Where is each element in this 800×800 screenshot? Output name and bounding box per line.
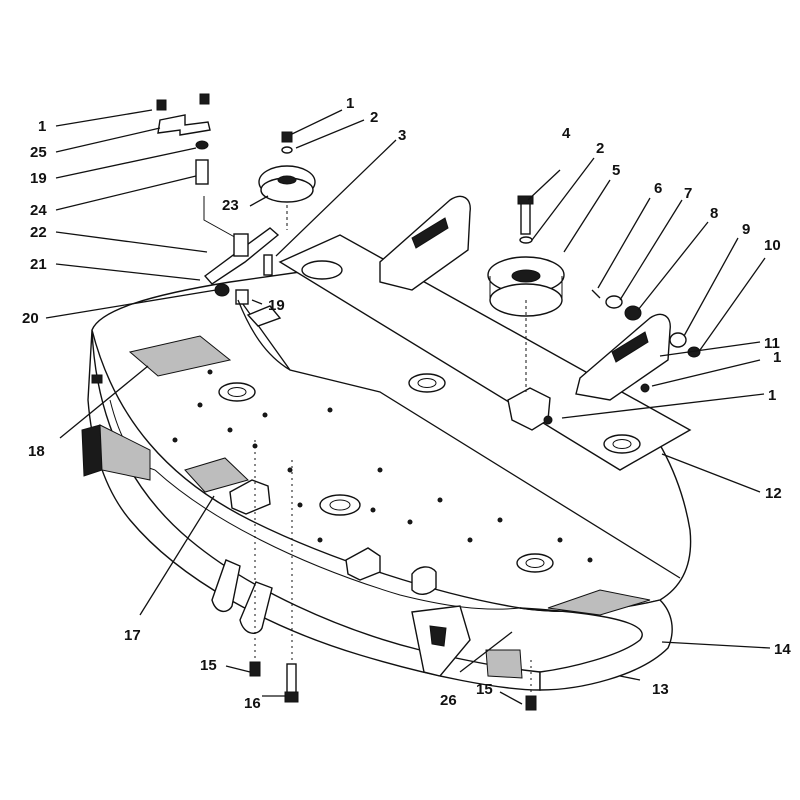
bolt-15-left (249, 661, 261, 677)
washer-2 (519, 236, 533, 244)
spacer-19-top (195, 140, 209, 150)
callout-17: 17 (124, 627, 141, 644)
callout-15-a: 15 (200, 657, 217, 674)
callout-18: 18 (28, 443, 45, 460)
callout-5: 5 (612, 162, 620, 179)
callout-14: 14 (774, 641, 791, 658)
nut-1-lower (543, 415, 553, 425)
callout-12: 12 (765, 485, 782, 502)
idler-pulley-assembly (487, 195, 701, 425)
bushing-8 (624, 305, 642, 321)
callout-22: 22 (30, 224, 47, 241)
bolt-4 (520, 199, 531, 235)
belt-route (239, 299, 681, 579)
bolt-15-right (525, 695, 537, 711)
bolt-3 (263, 254, 273, 276)
callout-24: 24 (30, 202, 47, 219)
pivot-22 (233, 233, 249, 257)
callout-1-d: 1 (346, 95, 354, 112)
nut-1-left-b (199, 93, 210, 105)
callout-1-a: 1 (38, 118, 46, 135)
decal-18 (128, 335, 232, 377)
callout-2-a: 2 (596, 140, 604, 157)
callout-11: 11 (764, 335, 780, 352)
left-idler-assembly (156, 93, 316, 371)
spindle-openings (218, 382, 554, 573)
front-hanger-left (211, 559, 241, 613)
leader-lines (45, 109, 771, 705)
callout-9: 9 (742, 221, 750, 238)
washer-7 (605, 295, 623, 309)
bolt-18-side (91, 374, 103, 384)
callout-10: 10 (764, 237, 781, 254)
nut-1-right (640, 383, 650, 393)
deck-housing (81, 271, 692, 691)
bottom-hardware (91, 374, 537, 711)
callout-25: 25 (30, 144, 47, 161)
belt-cover-plate (239, 234, 692, 579)
idler-brackets (379, 195, 671, 431)
callout-8: 8 (710, 205, 718, 222)
bracket-17 (229, 479, 271, 515)
callout-16: 16 (244, 695, 261, 712)
deck-front-lip (519, 599, 673, 691)
idler-bracket-left (379, 195, 471, 291)
deck-holes (172, 369, 593, 563)
bracket-25 (157, 114, 211, 136)
callout-19-b: 19 (268, 297, 285, 314)
nut-1-left-a (156, 99, 167, 111)
callout-20: 20 (22, 310, 39, 327)
callout-4: 4 (562, 125, 571, 142)
rear-bracket-left (81, 424, 103, 477)
callout-7: 7 (684, 185, 692, 202)
bolt-16 (286, 663, 297, 695)
callout-21: 21 (30, 256, 47, 273)
spacer-19-bottom (235, 289, 249, 305)
cover-plate-12 (278, 234, 692, 471)
callout-13: 13 (652, 681, 669, 698)
bushing-20 (214, 283, 230, 297)
callout-1-b: 1 (768, 387, 776, 404)
callout-23: 23 (222, 197, 239, 214)
tube-24 (195, 159, 209, 185)
washer-9 (669, 332, 687, 348)
callout-6: 6 (654, 180, 662, 197)
callout-3: 3 (398, 127, 406, 144)
decal-17 (184, 457, 249, 493)
callout-1-c: 1 (773, 349, 781, 366)
front-hanger-right (239, 581, 273, 634)
callout-15-b: 15 (476, 681, 493, 698)
pin-6 (591, 289, 601, 299)
decal-26 (485, 649, 523, 679)
callout-26: 26 (440, 692, 457, 709)
callout-2-b: 2 (370, 109, 378, 126)
washer-2-left (281, 146, 293, 154)
callout-19-a: 19 (30, 170, 47, 187)
nut-1-top (281, 131, 293, 143)
callout-labels: 1 25 19 24 22 21 20 18 17 15 16 26 15 13… (22, 95, 791, 712)
